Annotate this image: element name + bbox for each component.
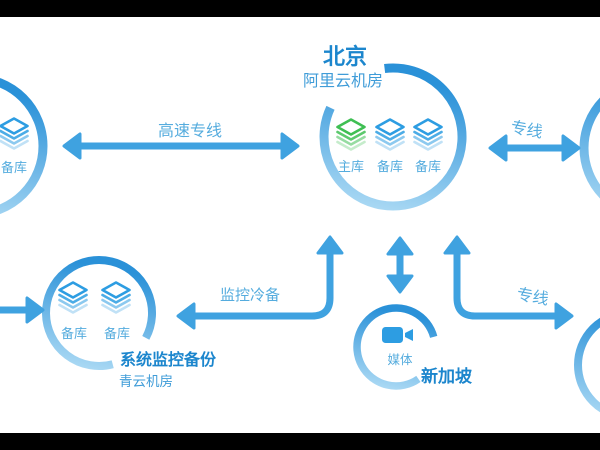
standby-database-icon xyxy=(58,281,88,314)
right-link-arrow xyxy=(488,134,581,162)
standby-database-icon xyxy=(413,118,443,151)
db-label: 备库 xyxy=(0,160,27,175)
high-speed-link-label: 高速专线 xyxy=(157,123,222,140)
bottom-right-datacenter-circle xyxy=(574,317,600,413)
letterbox-top xyxy=(0,0,600,17)
db-label: 备库 xyxy=(103,326,130,341)
monitor-link-label: 监控冷备 xyxy=(219,287,280,304)
db-label: 备库 xyxy=(376,159,403,174)
standby-database-icon xyxy=(101,281,131,314)
right-datacenter-circle xyxy=(579,97,600,199)
letterbox-bottom xyxy=(0,433,600,450)
monitor-backup-subtitle: 青云机房 xyxy=(119,374,173,389)
beijing-title: 北京 xyxy=(322,44,367,69)
media-camera-icon xyxy=(382,327,413,343)
singapore-circle xyxy=(353,304,438,390)
singapore-link-arrow xyxy=(443,235,574,330)
db-label: 备库 xyxy=(60,326,87,341)
media-label: 媒体 xyxy=(387,353,413,367)
monitor-backup-title: 系统监控备份 xyxy=(120,352,217,369)
beijing-singapore-arrow xyxy=(386,236,414,294)
monitor-link-arrow xyxy=(176,235,344,330)
left-edge-arrow xyxy=(0,296,45,324)
standby-database-icon xyxy=(0,117,29,150)
high-speed-link-arrow xyxy=(62,132,300,160)
monitor-backup-circle xyxy=(42,256,156,370)
standby-database-icon xyxy=(375,118,405,151)
singapore-title: 新加坡 xyxy=(421,367,472,386)
primary-database-icon xyxy=(336,118,366,151)
db-label: 备库 xyxy=(414,159,441,174)
beijing-subtitle: 阿里云机房 xyxy=(302,73,383,90)
db-label: 主库 xyxy=(337,159,364,174)
beijing-circle xyxy=(319,63,467,211)
left-datacenter-circle xyxy=(0,77,48,215)
